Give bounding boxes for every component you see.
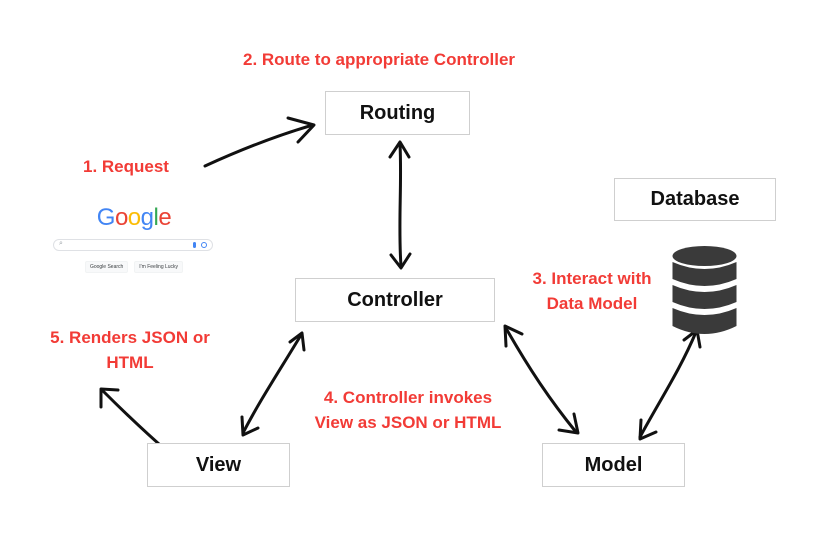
view-controller-head-down [240, 415, 260, 437]
google-logo-letter: l [153, 204, 159, 231]
routing-controller-head-up [388, 140, 411, 159]
step-interact-line1: 3. Interact with [532, 269, 652, 288]
step-interact-label: 3. Interact with Data Model [518, 266, 666, 316]
request-arrow-head [286, 116, 316, 144]
google-logo: Google [52, 204, 216, 232]
search-icon: ⌕ [59, 240, 63, 247]
google-search-button: Google Search [84, 261, 129, 273]
step-invokes-line1: 4. Controller invokes [323, 388, 493, 407]
routing-box: Routing [325, 91, 470, 135]
database-label: Database [650, 188, 740, 210]
database-box: Database [614, 178, 776, 221]
google-logo-letter: o [127, 204, 141, 231]
step-request-label: 1. Request [83, 157, 169, 176]
google-search-bar: ⌕ [53, 239, 213, 251]
request-arrow [203, 123, 315, 168]
controller-model-arrow [505, 328, 578, 434]
model-label: Model [584, 453, 643, 476]
model-database-head-down [638, 418, 658, 441]
feeling-lucky-button: I'm Feeling Lucky [134, 261, 184, 273]
step-invokes-line2: View as JSON or HTML [314, 413, 502, 432]
routing-label: Routing [359, 101, 436, 124]
step-invokes-label: 4. Controller invokes View as JSON or HT… [305, 385, 511, 435]
lens-icon [201, 242, 207, 248]
controller-model-head-down [557, 412, 580, 435]
mic-icon [193, 242, 196, 248]
view-box: View [147, 443, 290, 487]
controller-model-head-up [503, 324, 524, 348]
view-label: View [195, 453, 242, 476]
google-logo-letter: o [114, 204, 128, 231]
routing-controller-arrow [398, 142, 403, 268]
google-logo-letter: e [158, 204, 172, 231]
google-homepage-thumbnail: Google ⌕ Google Search I'm Feeling Lucky [52, 200, 216, 278]
database-icon [672, 246, 737, 334]
model-database-arrow [638, 330, 698, 439]
model-box: Model [542, 443, 685, 487]
view-controller-head-up [288, 331, 306, 352]
step-route-label: 2. Route to appropriate Controller [243, 50, 516, 69]
step-interact-line2: Data Model [546, 294, 638, 313]
step-renders-label: 5. Renders JSON or HTML [40, 325, 220, 375]
routing-controller-head-down [389, 252, 412, 270]
renders-arrow-head [99, 387, 120, 409]
google-logo-letter: G [96, 204, 116, 231]
step-renders-line1: 5. Renders JSON or [50, 328, 210, 347]
google-logo-letter: g [140, 204, 154, 231]
view-controller-arrow [241, 333, 303, 435]
controller-box: Controller [295, 278, 495, 322]
controller-label: Controller [347, 288, 443, 311]
step-renders-line2: HTML [106, 353, 154, 372]
